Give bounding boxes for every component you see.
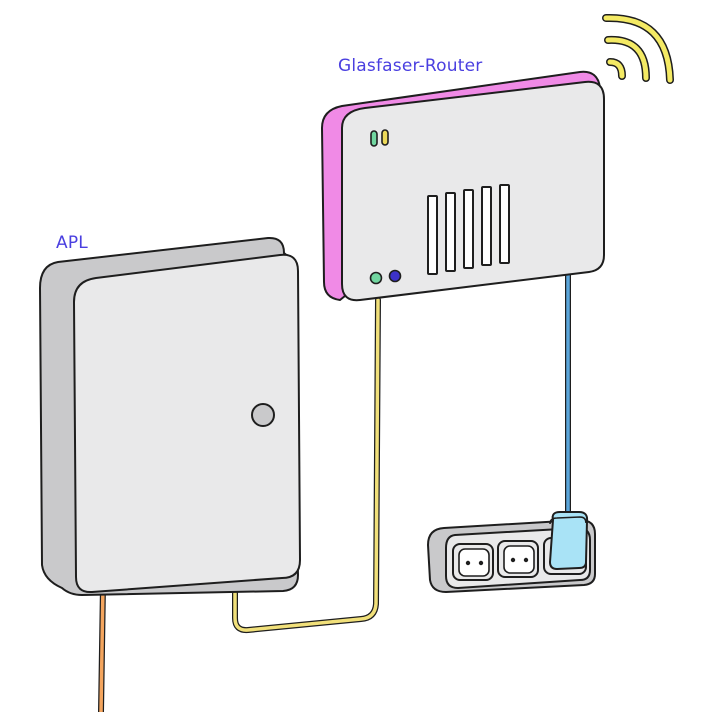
router-vent-slot bbox=[481, 186, 492, 266]
apl-box bbox=[38, 236, 302, 597]
orange-cable-fill bbox=[99, 583, 105, 712]
router-vent-slot bbox=[499, 184, 510, 264]
power-plug-icon bbox=[548, 511, 589, 571]
router-vent-slot bbox=[463, 189, 474, 269]
led-indicator-icon bbox=[381, 129, 389, 146]
router bbox=[320, 70, 605, 302]
apl-lock-icon bbox=[251, 403, 275, 427]
led-indicator-icon bbox=[369, 271, 383, 285]
apl-box-front bbox=[72, 253, 302, 594]
router-label: Glasfaser-Router bbox=[338, 56, 483, 76]
router-vent-slot bbox=[445, 192, 456, 272]
router-vents bbox=[427, 184, 510, 275]
led-indicator-icon bbox=[388, 269, 402, 283]
wifi-signal-icon bbox=[602, 13, 674, 84]
apl-label: APL bbox=[56, 233, 88, 253]
power-outlet-icon bbox=[497, 540, 539, 578]
led-indicator-icon bbox=[370, 130, 378, 147]
router-vent-slot bbox=[427, 195, 438, 275]
power-strip bbox=[426, 511, 596, 594]
power-outlet-icon bbox=[452, 543, 494, 581]
fiber-cable-fill bbox=[233, 298, 380, 632]
